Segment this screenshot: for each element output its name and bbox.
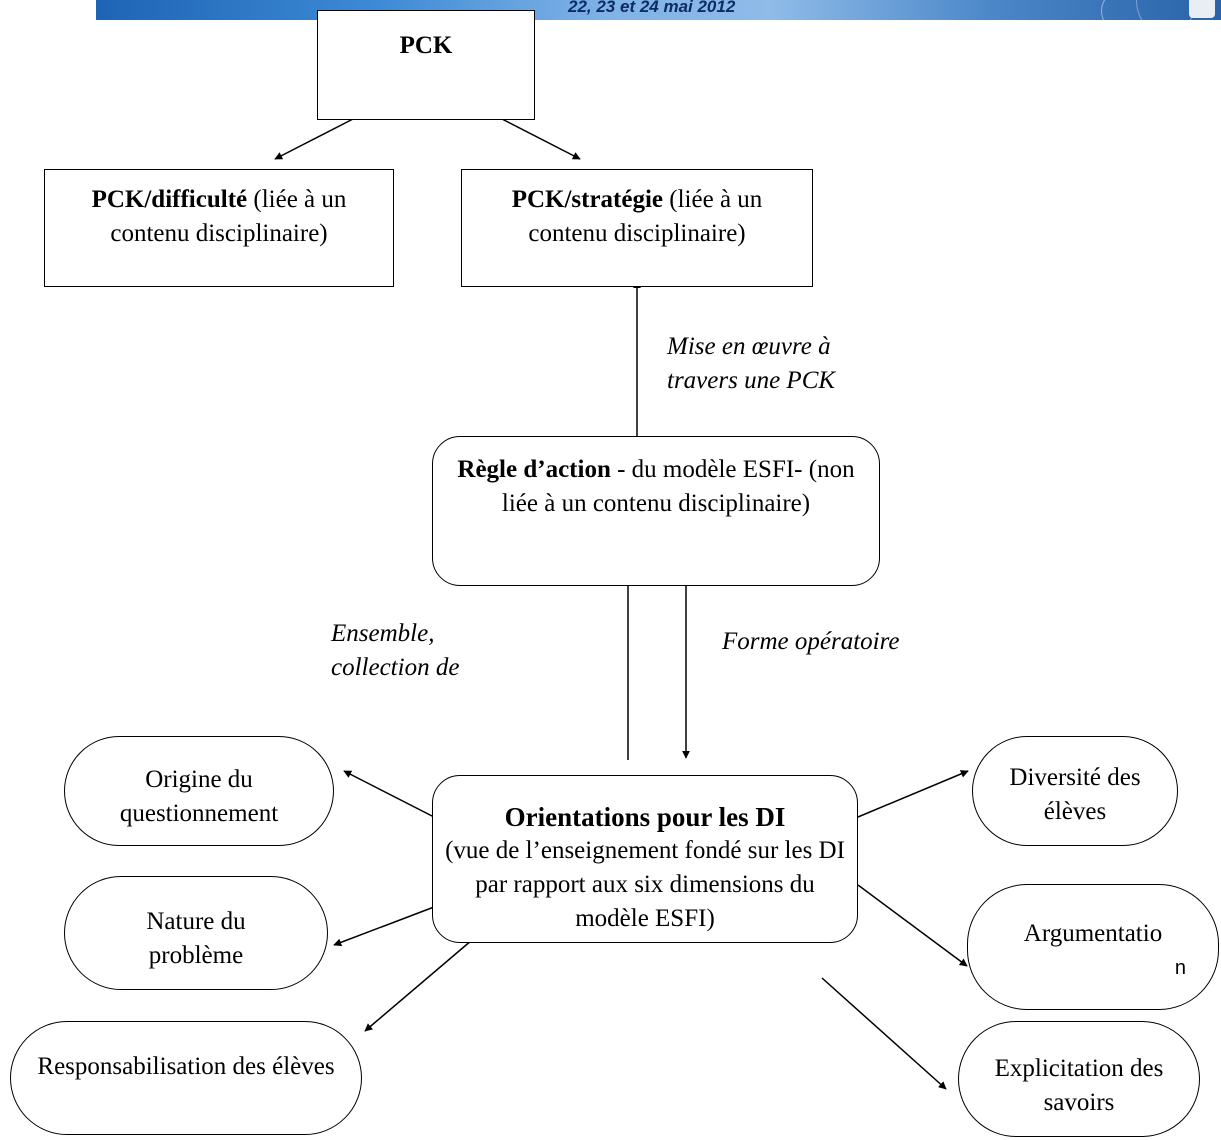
arrow-pck-to-strategie xyxy=(501,118,581,160)
pck-title: PCK xyxy=(399,32,453,59)
pck-difficulte-text: (liée à un contenu disciplinaire) xyxy=(110,186,347,247)
label-ensemble-line1: Ensemble, xyxy=(331,620,435,647)
arrow-to-responsabilisation xyxy=(364,939,473,1032)
dimension-origine-questionnement: Origine du questionnement xyxy=(64,736,334,846)
orientations-text: (vue de l’enseignement fondé sur les DI … xyxy=(445,837,845,932)
regle-action-box: Règle d’action - du modèle ESFI- (non li… xyxy=(432,436,880,586)
responsabilisation-text: Responsabilisation des élèves xyxy=(37,1053,335,1080)
pck-difficulte-title: PCK/difficulté xyxy=(91,186,248,213)
argumentation-tail: n xyxy=(1174,957,1186,979)
dimension-argumentation: Argumentatio n xyxy=(967,884,1219,1010)
banner-date: 22, 23 et 24 mai 2012 xyxy=(568,0,736,16)
origine-text: Origine du questionnement xyxy=(119,766,279,827)
label-mise-line2: travers une PCK xyxy=(667,367,836,394)
label-mise-en-oeuvre: Mise en œuvre à travers une PCK xyxy=(667,330,835,398)
label-mise-line1: Mise en œuvre à xyxy=(667,333,831,360)
logo-icon xyxy=(1189,0,1215,18)
arrow-to-diversite xyxy=(857,770,969,818)
pck-box: PCK xyxy=(317,10,535,120)
dimension-responsabilisation: Responsabilisation des élèves xyxy=(10,1021,362,1135)
nature-text: Nature du problème xyxy=(146,908,246,969)
label-forme-operatoire: Forme opératoire xyxy=(722,628,900,655)
regle-title: Règle d’action xyxy=(457,456,611,483)
pck-difficulte-box: PCK/difficulté (liée à un contenu discip… xyxy=(44,169,394,287)
arrow-to-argumentation xyxy=(857,884,968,967)
diversite-text: Diversité des élèves xyxy=(1009,764,1141,825)
label-ensemble: Ensemble, collection de xyxy=(331,617,459,685)
arrow-pck-to-difficulte xyxy=(274,118,354,160)
pck-strategie-text: (liée à un contenu disciplinaire) xyxy=(528,186,763,247)
explicitation-text: Explicitation des savoirs xyxy=(994,1055,1164,1116)
dimension-explicitation-savoirs: Explicitation des savoirs xyxy=(958,1021,1200,1137)
argumentation-text: Argumentatio xyxy=(1023,920,1163,947)
orientations-box: Orientations pour les DI (vue de l’ensei… xyxy=(432,775,858,943)
arrow-to-origine xyxy=(343,770,435,818)
regle-text: - du modèle ESFI- (non liée à un contenu… xyxy=(501,456,855,517)
pck-strategie-box: PCK/stratégie (liée à un contenu discipl… xyxy=(461,169,813,287)
banner-decoration xyxy=(1136,0,1221,20)
arrow-to-nature xyxy=(333,906,435,947)
pck-strategie-title: PCK/stratégie xyxy=(511,186,664,213)
label-ensemble-line2: collection de xyxy=(331,654,460,681)
dimension-diversite-eleves: Diversité des élèves xyxy=(972,736,1178,846)
dimension-nature-probleme: Nature du problème xyxy=(64,876,328,990)
orientations-title: Orientations pour les DI xyxy=(504,802,786,832)
arrow-to-explicitation xyxy=(821,977,947,1090)
